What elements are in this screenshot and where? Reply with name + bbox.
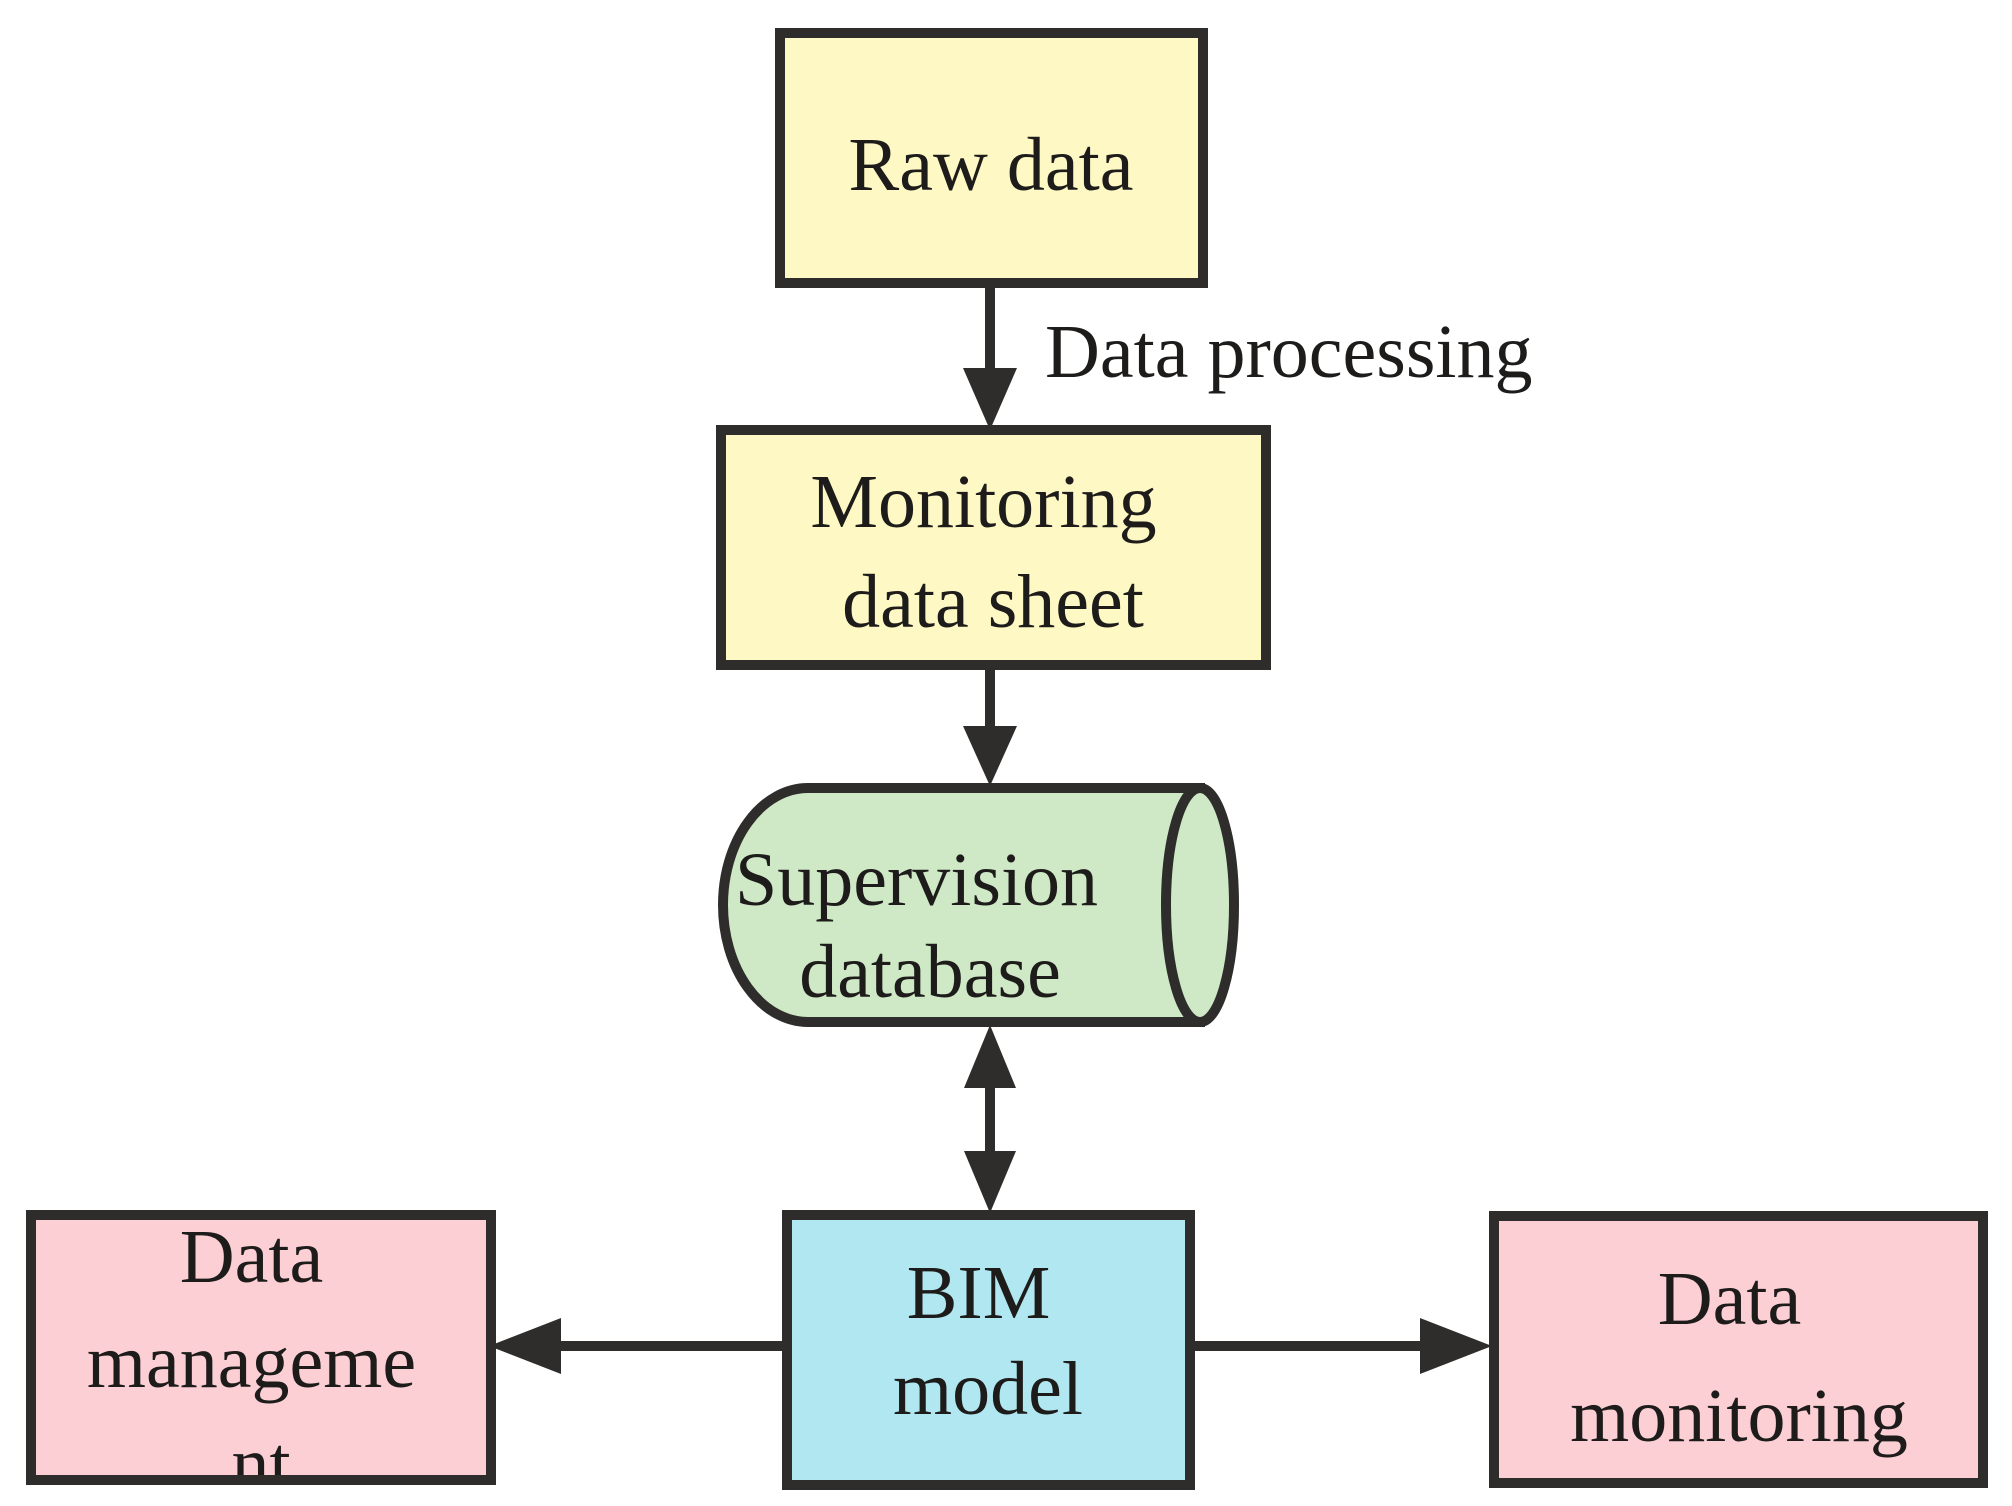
raw-data-box [775,28,1208,288]
arrow-raw-to-monitoring-head [963,368,1017,430]
monitoring-data-sheet-line1: Monitoring [810,460,1156,544]
supervision-database-cylinder-body [718,783,1205,1027]
data-management-line1: Data [180,1215,323,1299]
monitoring-data-sheet-box [716,425,1271,670]
bim-model-box [782,1210,1195,1490]
monitoring-data-sheet-line2: data sheet [842,560,1144,644]
bim-model-label: BIM model [893,1251,1083,1431]
data-monitoring-line1: Data [1658,1257,1801,1341]
arrow-bim-to-monitoring-head [1420,1318,1492,1374]
supervision-database-label: Supervision database [735,838,1117,1014]
arrow-monitoring-to-database-head [963,726,1017,786]
data-monitoring-label: Data monitoring [1570,1257,1908,1458]
data-management-box [31,1215,491,1480]
data-processing-label: Data processing [1045,310,1533,394]
raw-data-label: Raw data [849,123,1134,207]
supervision-database-cylinder-cap [1161,783,1239,1027]
arrow-database-bim-down-head [964,1151,1016,1213]
bim-model-line2: model [893,1347,1083,1431]
monitoring-data-sheet-label: Monitoring data sheet [810,460,1175,644]
arrow-bim-to-management-head [489,1318,561,1374]
bim-model-line1: BIM [907,1251,1051,1335]
data-management-line2: manageme [87,1320,416,1404]
supervision-database-line2: database [799,930,1061,1014]
data-monitoring-line2: monitoring [1570,1374,1908,1458]
arrow-database-bim-up-head [964,1025,1016,1088]
supervision-database-line1: Supervision [735,838,1098,922]
data-management-line3: nt [231,1422,290,1506]
data-monitoring-box [1489,1211,1988,1488]
data-management-box-border [26,1210,496,1485]
data-management-label: Data manageme nt [87,1215,435,1506]
